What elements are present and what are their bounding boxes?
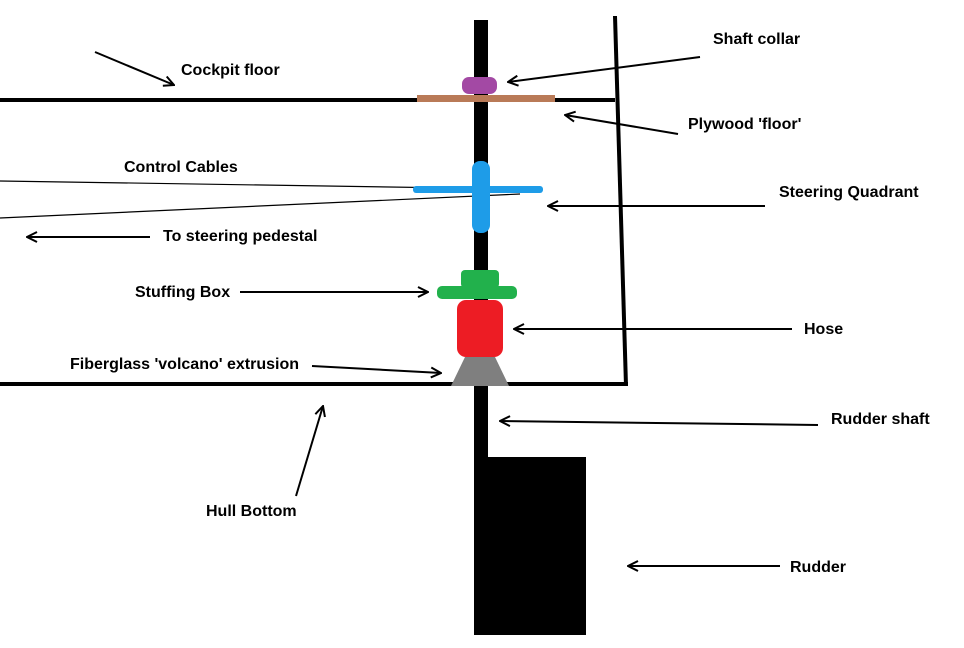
label-plywood-floor: Plywood 'floor'	[688, 116, 802, 133]
label-hose: Hose	[804, 321, 844, 338]
stuffing-box-nut	[461, 270, 499, 288]
label-rudder: Rudder	[790, 559, 846, 576]
steering-quadrant-hub	[472, 161, 490, 233]
arrow-shaft-collar	[508, 56, 701, 82]
arrow-plywood-floor	[565, 115, 679, 135]
rudder-blade	[474, 457, 586, 635]
fiberglass-volcano	[451, 357, 509, 386]
arrow-hull-bottom	[295, 406, 323, 497]
transom-line	[613, 15, 628, 387]
label-control-cables: Control Cables	[124, 159, 238, 176]
plywood-floor	[417, 95, 555, 102]
label-hull-bottom: Hull Bottom	[206, 503, 297, 520]
label-cockpit-floor: Cockpit floor	[181, 62, 280, 79]
shaft-collar	[462, 77, 497, 94]
stuffing-box-flange	[437, 286, 517, 299]
label-stuffing-box: Stuffing Box	[135, 284, 231, 301]
label-rudder-shaft: Rudder shaft	[831, 411, 930, 428]
hose	[457, 300, 503, 357]
label-to-steering-pedestal: To steering pedestal	[163, 228, 318, 245]
arrow-rudder-shaft	[500, 421, 819, 425]
label-steering-quadrant: Steering Quadrant	[779, 184, 919, 201]
arrow-volcano	[311, 365, 441, 373]
label-shaft-collar: Shaft collar	[713, 31, 801, 48]
control-cable-lower	[0, 193, 521, 219]
label-fiberglass-volcano: Fiberglass 'volcano' extrusion	[70, 356, 300, 373]
arrow-cockpit-floor	[94, 51, 174, 85]
